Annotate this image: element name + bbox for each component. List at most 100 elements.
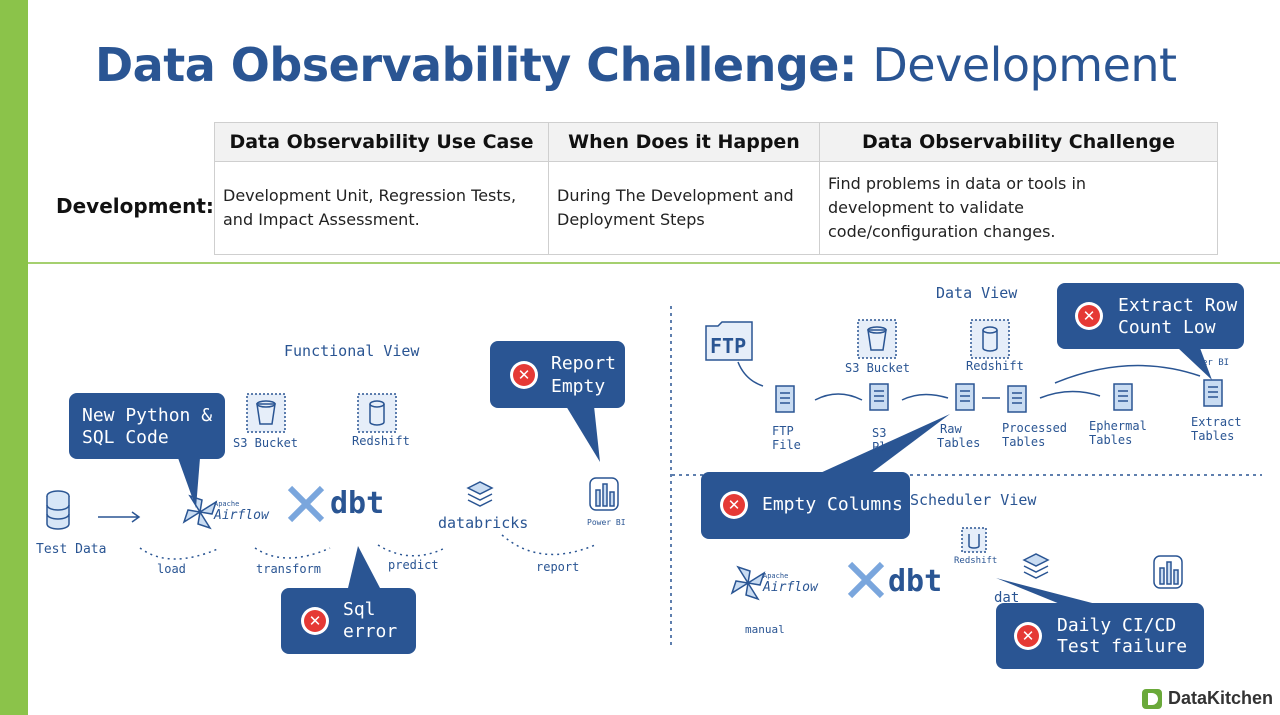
processed-tables-label-1: Processed [1002, 421, 1068, 435]
datakitchen-logo: DataKitchen [1142, 688, 1273, 709]
edge-load-label: load [157, 562, 186, 576]
s3-bucket-icon [857, 319, 897, 359]
s3-partial-label-1: S3 [872, 426, 887, 440]
arrow-icon [737, 361, 764, 387]
processed-tables-label-2: Tables [1002, 435, 1046, 449]
error-icon [720, 491, 748, 519]
scheduler-dbt-label: dbt [888, 564, 943, 599]
databricks-layers-icon [466, 481, 494, 507]
callout-sql-error: Sql error [281, 588, 416, 654]
ephermal-tables-label-2: Tables [1089, 433, 1133, 447]
airflow-pinwheel-icon [182, 494, 218, 530]
callout-pointer [348, 546, 380, 588]
databricks-layers-icon [1022, 553, 1050, 579]
callout-line: Sql [343, 599, 376, 620]
scheduler-databricks-label: dat [994, 590, 1020, 606]
header-when: When Does it Happen [548, 122, 820, 162]
test-data-label: Test Data [36, 542, 107, 557]
callout-line: Empty [551, 376, 606, 397]
cell-line: and Impact Assessment. [223, 210, 420, 229]
error-icon [510, 361, 538, 389]
arrow-icon [901, 393, 949, 401]
data-view-title: Data View [936, 284, 1018, 302]
ftp-file-label-2: File [772, 438, 801, 452]
error-icon [1014, 622, 1042, 650]
file-icon [1113, 383, 1133, 411]
edge-predict-label: predict [388, 558, 439, 572]
airflow-small-label: Apache [214, 500, 240, 508]
arrow-icon [814, 393, 863, 401]
dbt-x-icon [287, 485, 325, 523]
flow-load [139, 547, 221, 560]
redshift-icon [961, 527, 987, 553]
callout-report-empty: Report Empty [490, 341, 625, 408]
scheduler-airflow-small-label: Apache [763, 572, 789, 580]
callout-line: error [343, 621, 398, 642]
title-light: Development [872, 38, 1177, 92]
file-icon [869, 383, 889, 411]
callout-line: Test failure [1057, 636, 1188, 657]
flow-predict [377, 544, 446, 557]
powerbi-icon [589, 477, 619, 511]
ftp-file-label-1: FTP [772, 424, 794, 438]
callout-line: SQL Code [82, 427, 169, 448]
cell-line: During The Development and [557, 186, 794, 205]
callout-new-code: New Python & SQL Code [69, 393, 225, 459]
flow-report [501, 534, 596, 556]
callout-line: Count Low [1118, 317, 1216, 338]
edge-transform-label: transform [256, 562, 322, 576]
table-row: Development Unit, Regression Tests, and … [214, 161, 1218, 255]
callout-line: Report [551, 353, 617, 374]
airflow-label: Airflow [214, 508, 269, 523]
callout-daily-ci: Daily CI/CD Test failure [996, 603, 1204, 669]
powerbi-label: Power BI [587, 518, 626, 527]
scheduler-redshift-label: Redshift [954, 556, 998, 566]
callout-empty-columns: Empty Columns [701, 472, 910, 539]
redshift-icon [357, 393, 397, 433]
cell-line: code/configuration changes. [828, 222, 1056, 241]
file-icon [1203, 379, 1223, 407]
extract-tables-label-2: Tables [1191, 429, 1235, 443]
callout-pointer [566, 406, 600, 462]
cell-use-case: Development Unit, Regression Tests, and … [214, 161, 549, 255]
error-icon [301, 607, 329, 635]
cell-challenge: Find problems in data or tools in develo… [819, 161, 1218, 255]
datakitchen-logo-icon [1142, 688, 1162, 709]
header-challenge: Data Observability Challenge [819, 122, 1218, 162]
callout-line: Empty Columns [762, 494, 903, 515]
airflow-pinwheel-icon [730, 565, 766, 601]
redshift-label: Redshift [966, 359, 1024, 373]
flow-transform [254, 547, 331, 559]
file-icon [1007, 385, 1027, 413]
error-icon [1075, 302, 1103, 330]
manual-label: manual [745, 623, 785, 636]
callout-pointer [178, 458, 200, 508]
ftp-label: FTP [710, 334, 747, 358]
file-icon [775, 385, 795, 413]
cell-line: Find problems in data or tools in [828, 174, 1087, 193]
title-bold: Data Observability Challenge: [95, 38, 857, 92]
edge-report-label: report [536, 560, 580, 574]
callout-line: New Python & [82, 405, 213, 426]
callout-line: Daily CI/CD [1057, 615, 1177, 636]
ephermal-tables-label-1: Ephermal [1089, 419, 1147, 433]
file-icon [955, 383, 975, 411]
functional-view-title: Functional View [284, 342, 420, 360]
observability-table: Data Observability Use Case When Does it… [214, 122, 1218, 255]
callout-extract-row: Extract Row Count Low [1057, 283, 1244, 349]
redshift-label: Redshift [352, 434, 410, 448]
extract-tables-label-1: Extract [1191, 415, 1242, 429]
header-use-case: Data Observability Use Case [214, 122, 549, 162]
left-accent-bar [0, 0, 28, 715]
databricks-label: databricks [438, 514, 529, 532]
dbt-label: dbt [330, 486, 385, 521]
arrow-icon [1054, 364, 1201, 384]
row-label: Development: [56, 194, 214, 218]
database-icon [46, 490, 70, 530]
powerbi-icon [1153, 555, 1183, 589]
section-divider [28, 262, 1280, 264]
cell-line: Deployment Steps [557, 210, 705, 229]
logo-text: DataKitchen [1168, 688, 1274, 708]
scheduler-airflow-label: Airflow [763, 580, 818, 595]
callout-pointer [818, 414, 950, 474]
